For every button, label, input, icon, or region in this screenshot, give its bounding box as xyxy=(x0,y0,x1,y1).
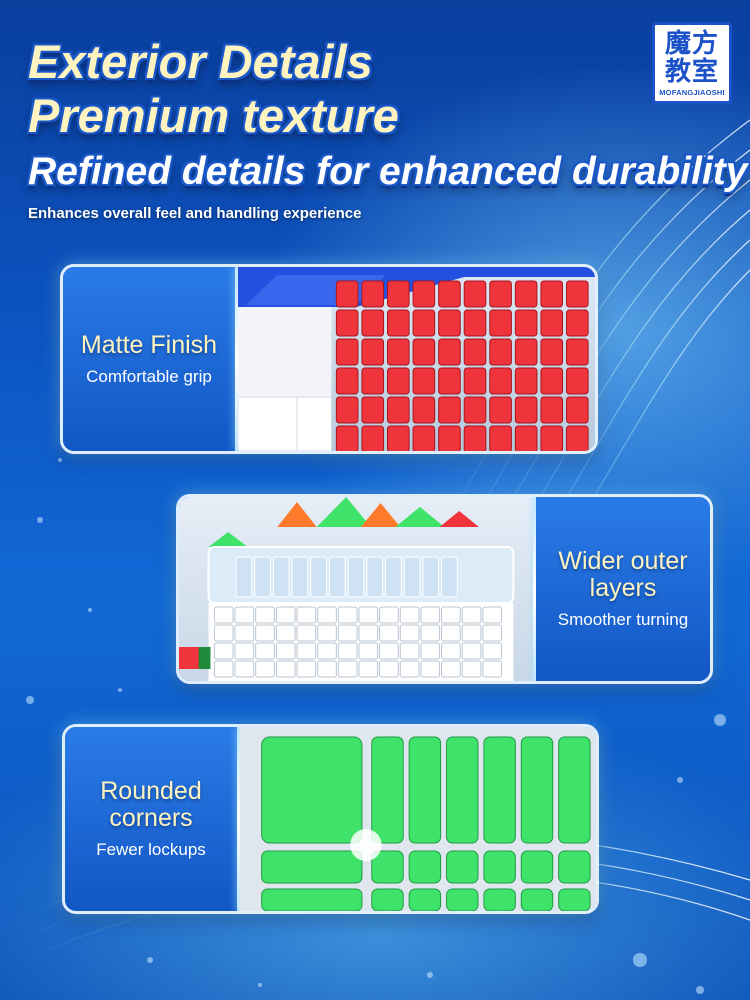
brand-logo: 魔方 教室 MOFANGJIAOSHI xyxy=(652,22,732,104)
logo-chinese-line1: 魔方 xyxy=(664,28,719,59)
feature-caption: Comfortable grip xyxy=(86,366,212,386)
feature-label-panel: Rounded corners Fewer lockups xyxy=(65,727,237,911)
feature-card-wider-outer-layers: Wider outer layers Smoother turning xyxy=(176,494,713,684)
card-divider xyxy=(237,727,240,911)
feature-title: Matte Finish xyxy=(80,330,218,359)
cube-top-layer-image xyxy=(179,497,533,681)
feature-card-matte-finish: Matte Finish Comfortable grip xyxy=(60,264,598,454)
feature-label-panel: Matte Finish Comfortable grip xyxy=(63,267,235,451)
headline-line3: Refined details for enhanced durability xyxy=(28,150,748,193)
feature-title-line2: layers xyxy=(589,574,657,602)
feature-title-line1: Rounded xyxy=(100,777,202,805)
logo-chinese-line2: 教室 xyxy=(664,56,719,87)
headline-line1: Exterior Details xyxy=(28,35,373,88)
feature-title-line2: corners xyxy=(109,804,193,832)
headline-subtitle: Enhances overall feel and handling exper… xyxy=(28,205,362,222)
feature-card-rounded-corners: Rounded corners Fewer lockups xyxy=(62,724,599,914)
logo-caption: MOFANGJIAOSHI xyxy=(659,87,725,97)
cube-closeup-matte-image xyxy=(238,267,595,451)
card-divider xyxy=(533,497,536,681)
headline-line2: Premium texture xyxy=(28,89,399,142)
card-divider xyxy=(235,267,238,451)
feature-caption: Fewer lockups xyxy=(96,840,206,859)
feature-label-panel: Wider outer layers Smoother turning xyxy=(536,497,710,681)
feature-title-line1: Wider outer xyxy=(558,547,688,575)
cube-rounded-corner-image xyxy=(240,727,596,911)
feature-caption: Smoother turning xyxy=(557,610,689,629)
